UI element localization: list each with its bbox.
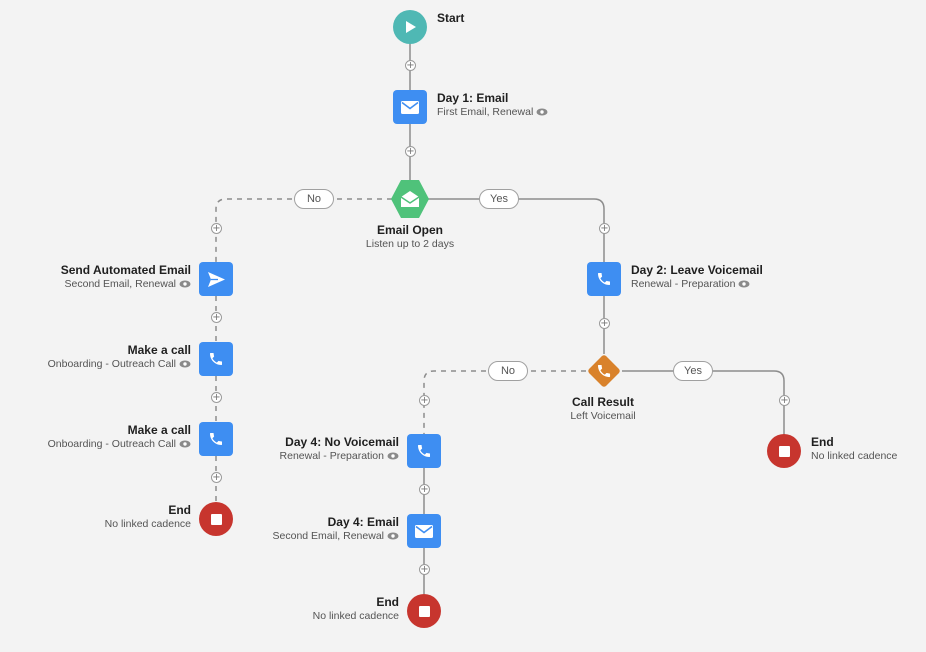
- send-automated-email-title: Send Automated Email: [60, 263, 191, 277]
- branch-yes-label[interactable]: Yes: [479, 189, 519, 209]
- day4-no-voicemail-step[interactable]: [407, 434, 441, 468]
- add-step-button[interactable]: +: [211, 392, 222, 403]
- start-node[interactable]: [393, 10, 427, 44]
- branch-no-label[interactable]: No: [488, 361, 528, 381]
- add-step-button[interactable]: +: [211, 223, 222, 234]
- day4-email-step[interactable]: [407, 514, 441, 548]
- day4-no-voicemail-subtitle: Renewal - Preparation: [279, 450, 384, 462]
- add-step-button[interactable]: +: [419, 564, 430, 575]
- add-step-button[interactable]: +: [599, 223, 610, 234]
- add-step-button[interactable]: +: [599, 318, 610, 329]
- call-result-decision[interactable]: [583, 350, 625, 392]
- end-left-title: End: [168, 503, 191, 517]
- stop-icon: [418, 605, 430, 617]
- make-call-2-title: Make a call: [127, 423, 191, 437]
- make-call-2-subtitle: Onboarding - Outreach Call: [47, 438, 176, 450]
- day1-email-subtitle: First Email, Renewal: [437, 106, 534, 118]
- day4-email-title: Day 4: Email: [327, 515, 399, 529]
- day1-email-step[interactable]: [393, 90, 427, 124]
- branch-yes-label[interactable]: Yes: [673, 361, 713, 381]
- make-call-1-subtitle: Onboarding - Outreach Call: [47, 358, 176, 370]
- phone-icon: [210, 353, 222, 365]
- eye-icon[interactable]: [387, 452, 399, 460]
- envelope-icon: [401, 100, 419, 114]
- add-step-button[interactable]: +: [211, 472, 222, 483]
- end-left-subtitle: No linked cadence: [104, 518, 191, 530]
- stop-icon: [210, 513, 222, 525]
- day2-voicemail-step[interactable]: [587, 262, 621, 296]
- add-step-button[interactable]: +: [419, 484, 430, 495]
- add-step-button[interactable]: +: [405, 146, 416, 157]
- end-middle-node[interactable]: [407, 594, 441, 628]
- eye-icon[interactable]: [536, 108, 548, 116]
- end-middle-subtitle: No linked cadence: [312, 610, 399, 622]
- send-automated-email-step[interactable]: [199, 262, 233, 296]
- make-call-1-step[interactable]: [199, 342, 233, 376]
- paper-plane-icon: [207, 271, 225, 287]
- day2-voicemail-title: Day 2: Leave Voicemail: [631, 263, 763, 277]
- end-middle-title: End: [376, 595, 399, 609]
- envelope-icon: [415, 524, 433, 538]
- phone-icon: [598, 273, 610, 285]
- eye-icon[interactable]: [738, 280, 750, 288]
- branch-no-label[interactable]: No: [294, 189, 334, 209]
- phone-icon: [210, 433, 222, 445]
- eye-icon[interactable]: [179, 440, 191, 448]
- end-right-subtitle: No linked cadence: [811, 450, 898, 462]
- envelope-open-icon: [400, 191, 420, 207]
- start-title: Start: [437, 11, 465, 25]
- day4-email-subtitle: Second Email, Renewal: [272, 530, 384, 542]
- eye-icon[interactable]: [387, 532, 399, 540]
- make-call-2-step[interactable]: [199, 422, 233, 456]
- call-result-title: Call Result: [571, 395, 634, 409]
- end-left-node[interactable]: [199, 502, 233, 536]
- stop-icon: [778, 445, 790, 457]
- call-result-subtitle: Left Voicemail: [570, 410, 636, 422]
- day4-no-voicemail-title: Day 4: No Voicemail: [285, 435, 399, 449]
- end-right-title: End: [811, 435, 834, 449]
- add-step-button[interactable]: +: [419, 395, 430, 406]
- eye-icon[interactable]: [179, 360, 191, 368]
- eye-icon[interactable]: [179, 280, 191, 288]
- phone-icon: [418, 445, 430, 457]
- make-call-1-title: Make a call: [127, 343, 191, 357]
- day1-email-title: Day 1: Email: [437, 91, 509, 105]
- email-open-subtitle: Listen up to 2 days: [365, 238, 455, 250]
- phone-icon: [598, 365, 611, 378]
- end-right-node[interactable]: [767, 434, 801, 468]
- play-icon: [406, 21, 416, 33]
- add-step-button[interactable]: +: [779, 395, 790, 406]
- day2-voicemail-subtitle: Renewal - Preparation: [631, 278, 736, 290]
- send-automated-email-subtitle: Second Email, Renewal: [64, 278, 176, 290]
- email-open-decision[interactable]: [390, 179, 430, 219]
- email-open-title: Email Open: [376, 223, 444, 237]
- add-step-button[interactable]: +: [211, 312, 222, 323]
- add-step-button[interactable]: +: [405, 60, 416, 71]
